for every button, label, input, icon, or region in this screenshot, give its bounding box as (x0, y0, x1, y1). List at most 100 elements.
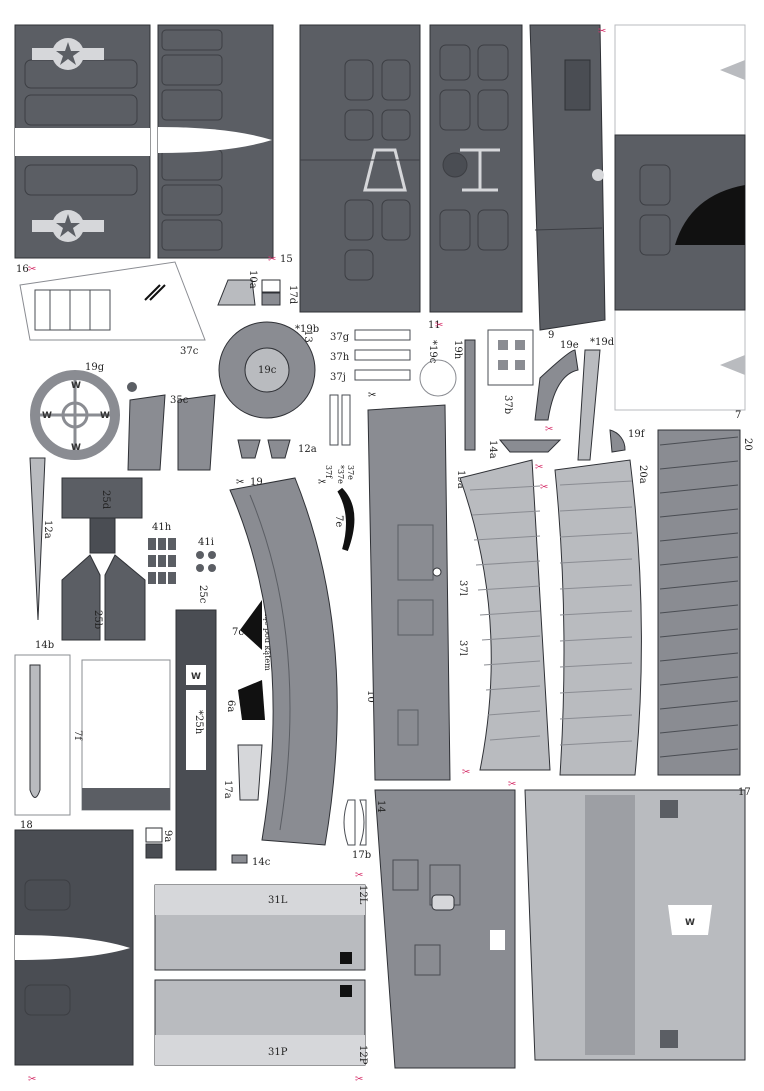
w-mark: W (42, 411, 52, 421)
rib-line (659, 628, 739, 638)
parts-41h-41i: 41h 41i (148, 522, 216, 584)
part-14b: 14b (14, 640, 71, 816)
rib-line (659, 484, 739, 494)
label-19: 19 (250, 477, 263, 488)
label-19c-2: *19c (427, 340, 438, 364)
rib-line (559, 662, 633, 668)
label-37g: 37g (330, 332, 350, 343)
part-31L: 31L 12L (154, 884, 368, 971)
label-37e-2: 37e (346, 465, 355, 480)
rib-line (559, 610, 633, 616)
label-20: 20 (742, 438, 753, 451)
label-9: 9 (548, 330, 554, 341)
rib-line (559, 636, 633, 642)
rib-line (659, 460, 739, 470)
scissors-icon: ✂ (535, 462, 543, 473)
label-19h: 19h (452, 340, 463, 360)
rib-line (659, 436, 739, 446)
label-14b: 14b (35, 640, 54, 651)
label-25d: 25d (100, 490, 111, 510)
part-19b-wheel: 19c *19b (218, 321, 319, 419)
label-19c: 19c (258, 365, 277, 376)
rib-line (659, 508, 739, 518)
label-37l-2: 37l (457, 640, 468, 656)
label-37j: 37j (330, 372, 346, 383)
label-17: 17 (738, 787, 751, 798)
scissors-icon: ✂ (545, 424, 553, 435)
part-25b: 25b (61, 554, 146, 641)
label-37f: 37f (324, 465, 333, 479)
label-7c: 7c (232, 627, 244, 638)
scissors-icon: ✂ (540, 482, 548, 493)
label-6a: 6a (225, 700, 236, 712)
rib-line (483, 660, 541, 666)
label-35c: 35c (170, 395, 189, 406)
part-9a: 9a (145, 827, 173, 859)
rib-line (559, 480, 633, 486)
label-14c: 14c (252, 857, 271, 868)
rib-line (659, 532, 739, 542)
part-7-fuselage-side: 7 20 (614, 24, 753, 451)
part-19h-strip: 19h (452, 339, 476, 451)
label-20a: 20a (637, 465, 648, 484)
part-18-panel: 18 (14, 820, 134, 1066)
part-11-fuselage-panel: 11 (428, 24, 523, 331)
scissors-icon: ✂ (462, 767, 470, 778)
part-7e: 7e (333, 487, 355, 552)
label-19b: *19b (295, 324, 319, 335)
rib-line (659, 652, 739, 662)
rib-line (473, 535, 541, 541)
part-19a-fuselage: 19a (367, 404, 466, 781)
label-14: 14 (375, 800, 386, 813)
roundel-top (32, 38, 104, 70)
label-16: 16 (16, 264, 29, 275)
part-10a: 10a 17d (217, 270, 298, 306)
part-25d: 25d (61, 477, 143, 554)
label-11: 11 (428, 320, 441, 331)
label-41h: 41h (152, 522, 172, 533)
rib-line (559, 506, 633, 512)
scissors-icon: ✂ (368, 390, 376, 401)
w-mark: W (71, 381, 81, 391)
part-17-large-floor: W 17 (524, 787, 751, 1061)
scissors-icon: ✂ (318, 477, 326, 488)
label-7f: 7f (72, 730, 83, 741)
rib-line (559, 558, 633, 564)
part-17b: 17b (343, 799, 371, 861)
scissors-icon: ✂ (268, 254, 276, 265)
part-37c-tail: 37c (19, 261, 206, 357)
part-14a: 14a (487, 439, 562, 459)
part-14c: 14c (231, 854, 271, 868)
part-10-curved-strip: 10 (229, 477, 376, 846)
label-37b: 37b (502, 395, 513, 414)
w-mark: W (191, 672, 201, 682)
rib-line (659, 556, 739, 566)
rib-line (659, 724, 739, 734)
part-15-wing-panel: 15 (157, 24, 293, 265)
label-14a: 14a (487, 440, 498, 459)
part-20-ribbed-panel (657, 429, 741, 776)
part-12a-strip: 12a (29, 457, 53, 621)
label-18: 18 (20, 820, 33, 831)
label-15: 15 (280, 254, 293, 265)
label-12L: 12L (357, 885, 368, 905)
rib-line (659, 580, 739, 590)
cut-marks: ✂ ✂ ✂ ✂ ✂ ✂ ✂ ✂ ✂ ✂ ✂ ✂ ✂ ✂ ✂ (28, 26, 606, 1085)
label-10: 10 (365, 690, 376, 703)
rib-line (559, 532, 633, 538)
w-mark: W (71, 443, 81, 453)
scissors-icon: ✂ (508, 779, 516, 790)
label-31P: 31P (268, 1047, 288, 1058)
rib-line (485, 685, 541, 691)
part-31P: 31P 12P (154, 979, 368, 1066)
label-19d: *19d (590, 337, 615, 348)
part-19f: 19f (609, 429, 646, 453)
rib-line (559, 714, 633, 720)
label-7: 7 (735, 410, 741, 421)
scissors-icon: ✂ (355, 1074, 363, 1085)
rib-line (659, 748, 739, 758)
label-37h: 37h (330, 352, 350, 363)
part-37b: 37b (487, 329, 534, 414)
label-25h: *25h (193, 710, 204, 735)
